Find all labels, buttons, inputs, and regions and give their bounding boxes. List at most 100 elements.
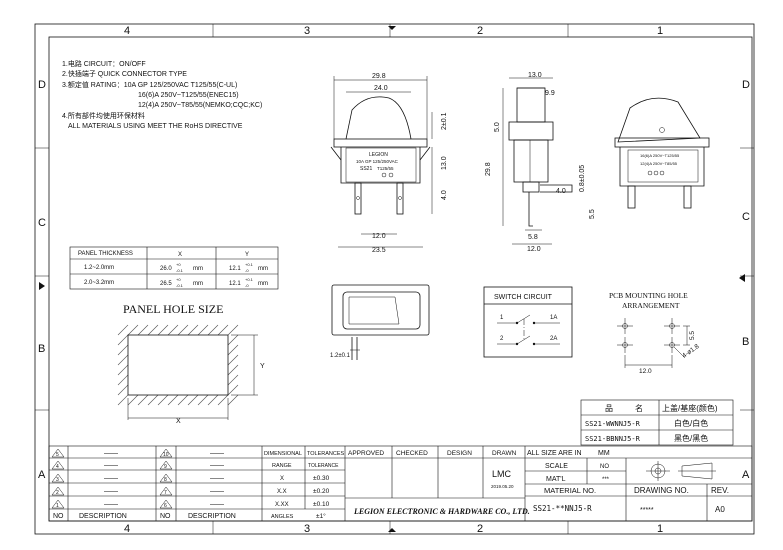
front-dim-body: 13.0	[441, 156, 448, 170]
rev-desc-9: ——	[210, 462, 224, 469]
rev-no-label-left: NO	[53, 513, 64, 520]
col-label-3-top: 3	[304, 25, 310, 37]
checked-label: CHECKED	[396, 450, 428, 457]
panel-row2-x-unit: mm	[193, 281, 203, 287]
tol-x-range: X	[280, 476, 284, 482]
bottom-view: 1.2±0.1	[330, 284, 430, 360]
panel-row2-thickness: 2.0~3.2mm	[84, 280, 114, 286]
parts-table: 品 名 上盖/基座(颜色) SS21-WWNNJ5-R 白色/白色 SS21-B…	[580, 399, 734, 446]
tol-xxx-value: ±0.10	[313, 501, 330, 508]
rev-num-1: 1	[56, 503, 59, 509]
side-dim-height: 29.8	[485, 162, 492, 176]
zone-ticks	[35, 24, 754, 534]
rev-num-3: 3	[56, 477, 59, 483]
panel-row2-x-upper: +0	[176, 277, 181, 282]
tol-angles-label: ANGLES	[271, 514, 294, 520]
matl-value: ***	[602, 477, 610, 483]
projection-symbol	[646, 461, 716, 481]
drawn-by: LMC	[492, 469, 512, 479]
matl-label: MAT'L	[546, 476, 566, 483]
row-label-c-right: C	[742, 211, 750, 223]
all-size-label: ALL SIZE ARE IN	[527, 450, 582, 457]
center-arrow-bottom	[388, 528, 396, 532]
rev-no-label-right: NO	[160, 513, 171, 520]
col-label-3-bottom: 3	[304, 523, 310, 535]
pcb-dim-vertical: 5.5	[689, 331, 696, 340]
iso-view: 16(6)A 250V~T125/55 12(4)A 250V~T85/55	[614, 97, 710, 209]
parts-row1-color: 白色/白色	[674, 418, 708, 428]
col-label-4-top: 4	[124, 25, 130, 37]
row-label-b-right: B	[742, 336, 749, 348]
rev-num-10: 10	[163, 452, 169, 458]
side-dim-pin: 5.8	[528, 234, 538, 241]
unit-value: MM	[598, 450, 610, 457]
parts-header-item: 品	[605, 404, 613, 413]
row-label-b-left: B	[38, 343, 45, 355]
center-arrow-left	[39, 282, 45, 290]
panel-hole-drawing: PANEL HOLE SIZE X Y	[117, 302, 265, 425]
side-dim-cap: 5.0	[494, 122, 501, 132]
material-no-label: MATERIAL NO.	[544, 486, 596, 495]
rev-num-2: 2	[56, 490, 59, 496]
panel-row1-y-upper: +0.1	[245, 262, 254, 267]
panel-table-header-y: Y	[245, 252, 249, 258]
tol-x-value: ±0.30	[313, 475, 330, 482]
col-label-1-top: 1	[657, 25, 663, 37]
col-label-4-bottom: 4	[124, 523, 130, 535]
row-label-a-left: A	[38, 469, 46, 481]
front-dim-pitch: 12.0	[372, 233, 386, 240]
tol-header-dimensional: DIMENSIONAL	[264, 451, 302, 457]
col-label-1-bottom: 1	[657, 523, 663, 535]
row-label-c-left: C	[38, 217, 46, 229]
center-arrow-right	[739, 274, 745, 282]
design-label: DESIGN	[447, 450, 472, 457]
title-block: 5 4 3 2 1 10 9 8 7 6 —— —— —— —— —— —— —…	[48, 445, 753, 522]
iso-label-line1: 16(6)A 250V~T125/55	[640, 153, 680, 158]
panel-row1-x: 26.0	[160, 266, 172, 272]
note-rohs: ALL MATERIALS USING MEET THE RoHS DIRECT…	[68, 123, 243, 130]
side-dim-top: 13.0	[528, 72, 542, 79]
rev-desc-10: ——	[210, 450, 224, 457]
col-label-2-bottom: 2	[477, 523, 483, 535]
rev-desc-2: ——	[104, 488, 118, 495]
row-label-a-right: A	[742, 469, 750, 481]
tol-xx-range: X.X	[277, 489, 287, 495]
front-dim-rocker: 24.0	[374, 85, 388, 92]
tol-xxx-range: X.XX	[275, 502, 289, 508]
front-dim-flange: 2±0.1	[441, 112, 448, 130]
front-label-brand: LEGION	[369, 152, 388, 158]
circuit-pin-1: 1	[500, 315, 504, 321]
parts-row2-model: SS21-BBNNJ5-R	[585, 435, 641, 443]
tol-xx-value: ±0.20	[313, 488, 330, 495]
rev-num-4: 4	[56, 464, 59, 470]
drawing-no-label: DRAWING NO.	[634, 486, 689, 495]
panel-row1-x-lower: -0.1	[176, 268, 184, 273]
front-label-model: SS21	[360, 166, 372, 172]
panel-row2-y-unit: mm	[258, 281, 268, 287]
panel-row1-y: 12.1	[229, 266, 241, 272]
bottom-view-dim: 1.2±0.1	[330, 353, 351, 359]
rev-label: REV.	[711, 486, 729, 495]
panel-row2-x-lower: -0.1	[176, 283, 184, 288]
panel-table-header-thickness: PANEL THICKNESS	[78, 251, 133, 257]
panel-row2-y: 12.1	[229, 281, 241, 287]
front-view: LEGION 10A GP 125/250VAC SS21 T125/55 29…	[330, 73, 448, 254]
panel-row2-y-lower: -0	[245, 283, 249, 288]
front-label-rating: 10A GP 125/250VAC	[356, 159, 399, 164]
pcb-dim-holes: 4-ø1.8	[681, 343, 701, 360]
side-dim-terminal: 4.0	[556, 188, 566, 195]
note-rating-nemko: 12(4)A 250V~T85/55(NEMKO;CQC;KC)	[138, 102, 262, 109]
row-label-d-right: D	[742, 79, 750, 91]
circuit-pin-2: 2	[500, 336, 504, 342]
side-dim-offset: 5.5	[589, 209, 596, 219]
rev-desc-6: ——	[210, 501, 224, 508]
pcb-title-line2: ARRANGEMENT	[622, 301, 680, 310]
parts-row1-model: SS21-WWNNJ5-R	[585, 420, 641, 428]
row-label-d-left: D	[38, 79, 46, 91]
front-dim-pin: 4.0	[441, 190, 448, 200]
pcb-mounting-holes: PCB MOUNTING HOLE ARRANGEMENT 5.5 4-ø1.8…	[609, 291, 701, 375]
rev-num-5: 5	[56, 452, 59, 458]
parts-header-color: 上盖/基座(颜色)	[662, 403, 718, 413]
panel-row1-x-unit: mm	[193, 266, 203, 272]
rev-num-7: 7	[164, 490, 167, 496]
